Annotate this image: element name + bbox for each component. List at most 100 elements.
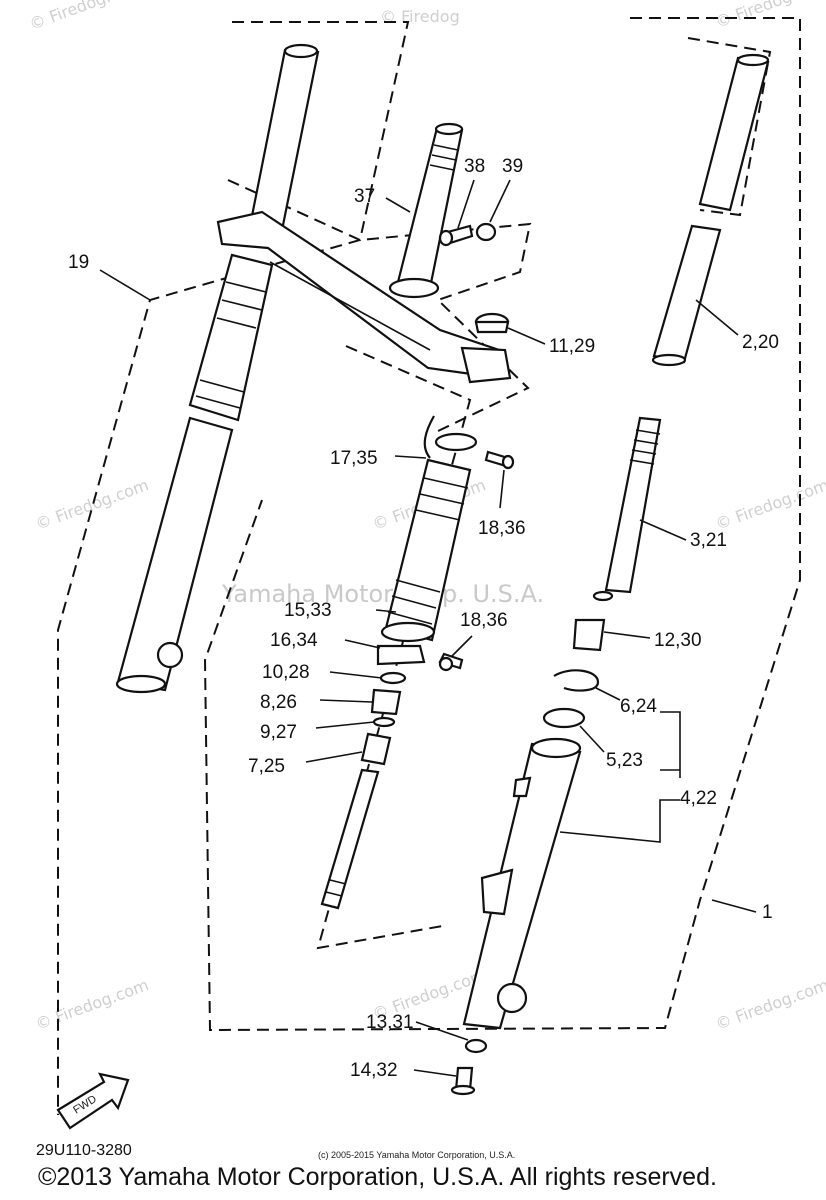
leader-18-36-lower (451, 635, 473, 657)
piston-ring (372, 716, 396, 728)
left-inner-tube (246, 48, 320, 242)
steering-stem-shaft (396, 126, 464, 290)
leader-15-33 (375, 609, 397, 613)
pinch-bolt-group (438, 222, 497, 247)
left-fork-assembly (115, 43, 320, 694)
right-side-parts (450, 53, 770, 1096)
lower-fork-tube (652, 224, 722, 364)
fwd-arrow-shape (56, 1072, 130, 1130)
callout-38: 38 (464, 156, 485, 177)
leader-18-36-upper (499, 469, 505, 509)
left-boot-ribs (195, 281, 267, 409)
leader-4-22-bracket (559, 711, 681, 843)
steering-stem-collar (388, 277, 440, 299)
callout-5-23: 5,23 (606, 750, 643, 771)
callout-labels: 19 37 38 39 11,29 2,20 17,35 18,36 3,21 … (68, 156, 779, 1081)
leader-8-26 (319, 699, 373, 703)
right-assembly-outline (203, 17, 801, 1032)
left-inner-tube-cap (283, 43, 319, 59)
steering-stem-thread (429, 144, 459, 171)
outer-tube-axle-boss (496, 982, 528, 1014)
steering-stem-top (434, 122, 464, 136)
steering-stem (388, 122, 464, 299)
leader-17-35 (394, 455, 427, 459)
damper-rod-taper-coils (321, 879, 347, 909)
callout-12-30: 12,30 (654, 630, 702, 651)
drain-screw-upper-head (501, 454, 515, 470)
upper-fork-tube (698, 56, 770, 212)
oil-seal (542, 707, 586, 729)
leader-5-23 (579, 725, 605, 753)
upper-tube-outline (687, 37, 772, 217)
callout-14-32: 14,32 (350, 1060, 398, 1081)
small-copyright: (c) 2005-2015 Yamaha Motor Corporation, … (318, 1150, 515, 1160)
outer-tube-top (530, 737, 582, 759)
pinch-bolt-head (438, 229, 454, 247)
seal-holder (376, 644, 426, 666)
callout-4-22: 4,22 (680, 788, 717, 809)
callout-10-28: 10,28 (262, 662, 310, 683)
leader-lines (99, 179, 757, 1077)
callout-9-27: 9,27 (260, 722, 297, 743)
leader-1 (711, 899, 757, 913)
cap-bolt-body (474, 320, 510, 334)
fork-holder (460, 346, 512, 384)
under-bracket-edge (269, 261, 431, 351)
oil-seal-upper (434, 432, 478, 452)
leader-3-21 (639, 519, 687, 541)
leader-19 (99, 269, 151, 301)
leader-37 (385, 197, 411, 213)
leader-16-34 (344, 639, 381, 649)
copper-washer (464, 1038, 488, 1054)
retaining-clip (553, 669, 600, 692)
leader-2-20 (695, 299, 739, 336)
callout-19: 19 (68, 252, 89, 273)
leader-11-29 (507, 327, 546, 345)
callout-17-35: 17,35 (330, 448, 378, 469)
damper-assembly (320, 415, 478, 910)
washer (475, 222, 497, 242)
upper-fork-tube-top (736, 53, 770, 67)
left-outer-tube (116, 416, 234, 692)
crown-outline (227, 179, 532, 433)
group-outlines (57, 17, 801, 1115)
watermark-text: © Firedog.com (713, 975, 826, 1034)
leader-13-31 (415, 1021, 469, 1041)
damper-rod (320, 768, 380, 910)
leader-38 (457, 179, 475, 229)
outer-tube-lug (512, 776, 532, 798)
leader-39 (489, 179, 511, 223)
piston-metal (370, 688, 402, 716)
watermark-text: © Firedog.com (713, 475, 826, 534)
damper-spring-boot (384, 458, 472, 642)
callout-37: 37 (354, 186, 375, 207)
cap-bolt-group (460, 312, 512, 384)
watermark-text: © Firedog.com (713, 0, 826, 32)
callout-8-26: 8,26 (260, 692, 297, 713)
callout-11-29: 11,29 (549, 336, 595, 357)
fork-damper-rod-thread (629, 429, 661, 465)
leader-10-28 (329, 671, 383, 679)
diagram-code: 29U110-3280 (36, 1142, 132, 1159)
fork-damper-rod (604, 416, 662, 594)
callout-2-20: 2,20 (742, 332, 779, 353)
drain-screws (438, 450, 515, 672)
lock-wire (423, 415, 435, 459)
fwd-arrow: FWD (56, 1072, 130, 1130)
callout-7-25: 7,25 (248, 756, 285, 777)
damper-rod-end (592, 590, 614, 602)
callout-1: 1 (762, 902, 773, 923)
left-outer-tube-bottom (115, 674, 167, 694)
callout-15-33: 15,33 (284, 600, 332, 621)
slide-bushing (572, 618, 606, 652)
circlip (379, 671, 407, 685)
leader-12-30 (603, 631, 651, 639)
callout-3-21: 3,21 (690, 530, 727, 551)
leader-7-25 (305, 751, 363, 763)
watermark-text: © Firedog.com (33, 975, 151, 1034)
callout-6-24: 6,24 (620, 696, 657, 717)
drain-bolt-head (450, 1084, 476, 1096)
watermark-top: © Firedog (380, 7, 460, 26)
leader-9-27 (315, 721, 375, 729)
